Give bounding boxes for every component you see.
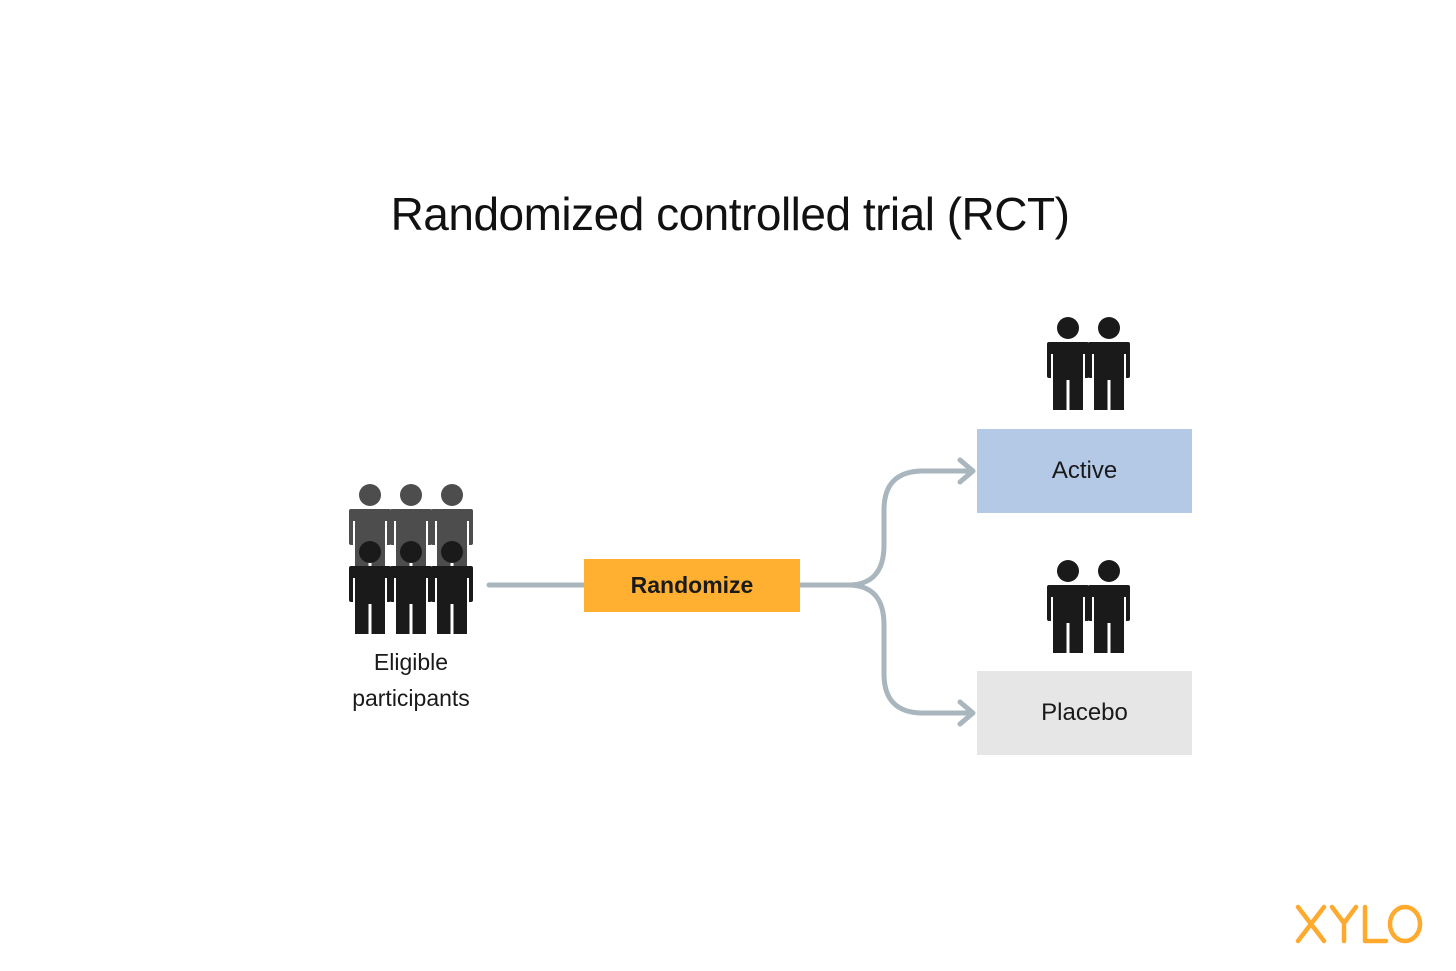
diagram-title: Randomized controlled trial (RCT) — [390, 188, 1070, 240]
active-people-pair-icon — [1047, 317, 1130, 410]
randomize-label: Randomize — [630, 572, 754, 598]
eligible-label-line2: participants — [352, 685, 470, 711]
eligible-participants-label: Eligible participants — [311, 644, 511, 716]
randomize-box: Randomize — [584, 559, 800, 612]
randomize-to-placebo-branch — [845, 582, 975, 716]
connector-lines — [486, 457, 976, 727]
randomize-to-active-branch — [797, 468, 975, 588]
people-group-icon — [349, 484, 473, 634]
active-group-box: Active — [977, 429, 1192, 513]
placebo-arrowhead — [957, 699, 976, 727]
placebo-label: Placebo — [1041, 699, 1128, 726]
xylo-logo — [1292, 898, 1426, 950]
front-row-people — [349, 541, 473, 634]
eligible-label-line1: Eligible — [373, 649, 449, 675]
active-arrowhead — [957, 457, 976, 485]
placebo-group-box: Placebo — [977, 671, 1192, 755]
active-label: Active — [1051, 457, 1118, 484]
xylo-logo-mark — [1295, 904, 1423, 944]
placebo-people-pair-icon — [1047, 560, 1130, 653]
back-row-people — [349, 484, 473, 577]
